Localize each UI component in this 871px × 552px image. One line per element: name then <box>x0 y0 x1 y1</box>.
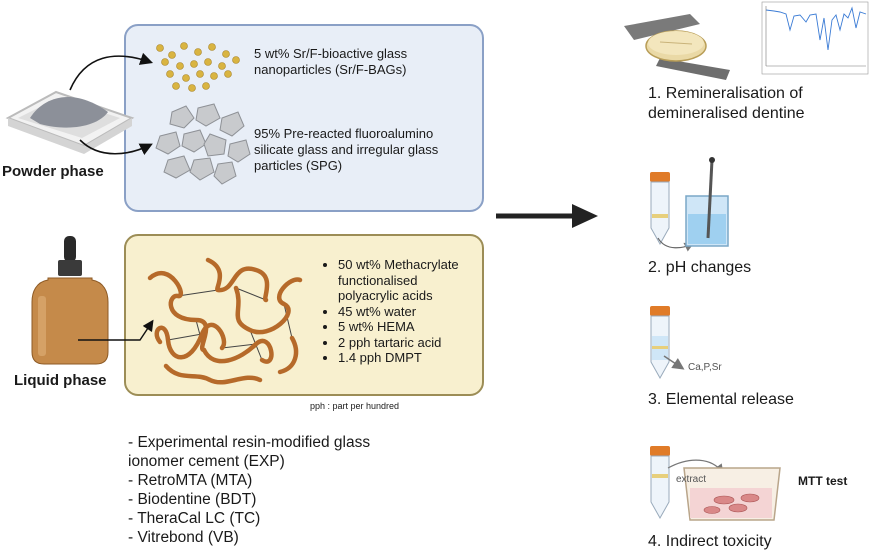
outcome-indirect-toxicity: 4. Indirect toxicity <box>648 533 772 550</box>
liquid-component: 1.4 pph DMPT <box>338 350 496 366</box>
powder-phase-label: Powder phase <box>2 163 104 180</box>
ftir-spectrum-icon <box>761 1 869 75</box>
liquid-component: 2 pph tartaric acid <box>338 335 496 351</box>
ph-test-icon <box>650 157 729 252</box>
pph-note: pph : part per hundred <box>310 401 400 411</box>
outcome-elemental-release: 3. Elemental release <box>648 391 794 408</box>
dropper-bottle-icon <box>31 236 109 365</box>
group-item: - Vitrebond (VB) <box>128 529 239 546</box>
mtt-test-label: MTT test <box>798 474 848 488</box>
arrow-to-bags <box>69 52 154 91</box>
cell-culture-icon <box>650 446 781 521</box>
liquid-component: 5 wt% HEMA <box>338 319 496 335</box>
nanoparticles-icon <box>156 42 240 92</box>
powder-component-bags: 5 wt% Sr/F-bioactive glass nanoparticles… <box>254 46 408 77</box>
group-item: - RetroMTA (MTA) <box>128 472 253 489</box>
powder-tray-icon <box>5 90 135 154</box>
arrow-to-spg <box>79 139 153 156</box>
liquid-phase-box <box>124 234 484 396</box>
main-arrow <box>496 204 598 228</box>
group-item: - Biodentine (BDT) <box>128 491 257 508</box>
arrow-to-polymer <box>78 319 154 341</box>
glass-particles-icon <box>155 103 251 185</box>
group-item: - TheraCal LC (TC) <box>128 510 261 527</box>
outcome-ph: 2. pH changes <box>648 259 752 276</box>
polymer-network-icon <box>147 257 303 385</box>
group-item: - Experimental resin-modified glass iono… <box>128 434 371 470</box>
dentine-sample-icon <box>624 14 730 80</box>
material-groups: - Experimental resin-modified glass iono… <box>128 433 448 547</box>
liquid-component: 45 wt% water <box>338 304 496 320</box>
elements-label: Ca,P,Sr <box>688 362 722 373</box>
extract-label: extract <box>676 474 707 485</box>
powder-component-spg: 95% Pre-reacted fluoroalumino silicate g… <box>254 126 439 173</box>
liquid-components-list: 50 wt% Methacrylate functionalised polya… <box>324 257 496 366</box>
elemental-release-icon <box>650 306 685 380</box>
liquid-phase-label: Liquid phase <box>14 372 107 389</box>
outcome-remineralisation: 1. Remineralisation of demineralised den… <box>648 85 805 122</box>
liquid-component: 50 wt% Methacrylate functionalised polya… <box>338 257 496 304</box>
